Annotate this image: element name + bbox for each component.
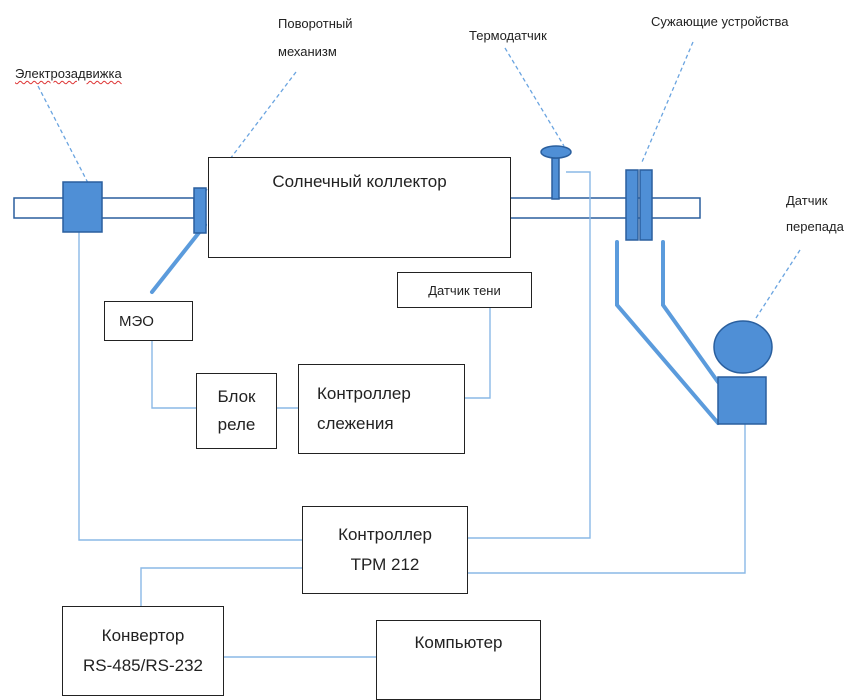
- pipe-left: [13, 197, 195, 219]
- dp-sensor-label-line1: Датчик: [786, 193, 828, 208]
- shadow-sensor-box: Датчик тени: [397, 272, 532, 308]
- line-shadow-to-tracking: [465, 308, 491, 399]
- relay-label-line1: Блок: [217, 387, 256, 406]
- line-thermo-to-trm: [468, 171, 591, 539]
- dp-sensor-head: [713, 320, 773, 374]
- rotary-to-meo-link: [150, 223, 207, 294]
- thick-lines: [150, 223, 720, 425]
- line-meo-to-relay: [151, 340, 196, 409]
- leader-thermo: [504, 47, 565, 147]
- tracking-controller-label-line2: слежения: [317, 414, 394, 433]
- computer-label: Компьютер: [414, 633, 503, 652]
- relay-box: Блок реле: [196, 373, 277, 449]
- thermo-sensor-head: [540, 145, 572, 159]
- trm212-controller-label-line2: ТРМ 212: [350, 555, 420, 574]
- thermo-sensor-label: Термодатчик: [469, 28, 547, 43]
- line-dp-to-trm: [468, 424, 746, 574]
- impulse-tube-1: [615, 240, 720, 425]
- line-trm-to-converter: [140, 567, 302, 606]
- signal-lines: [78, 171, 746, 658]
- rotary-mechanism: [193, 187, 207, 234]
- tracking-controller-box: Контроллер слежения: [298, 364, 465, 454]
- converter-box: Конвертор RS-485/RS-232: [62, 606, 224, 696]
- computer-box: Компьютер: [376, 620, 541, 700]
- rotary-mechanism-label-line1: Поворотный: [278, 16, 353, 31]
- dp-sensor-label-line2: перепада: [786, 219, 844, 234]
- constricting-device-2: [639, 169, 653, 241]
- converter-label-line2: RS-485/RS-232: [82, 656, 203, 675]
- electro-valve-label: Электрозадвижка: [15, 66, 122, 81]
- constricting-device-1: [625, 169, 639, 241]
- leader-electro-valve: [37, 85, 89, 184]
- pipe-right: [509, 197, 701, 219]
- leader-lines: [37, 41, 801, 319]
- meo-box: МЭО: [104, 301, 193, 341]
- impulse-tube-2: [661, 240, 720, 384]
- constricting-devices-label: Сужающие устройства: [651, 14, 789, 29]
- electro-valve: [62, 181, 103, 233]
- leader-constricting: [641, 41, 694, 163]
- trm212-controller-label-line1: Контроллер: [338, 525, 432, 544]
- trm212-controller-box: Контроллер ТРМ 212: [302, 506, 468, 594]
- thermo-sensor-stem: [551, 157, 560, 200]
- equipment: [62, 145, 773, 425]
- converter-label-line1: Конвертор: [101, 626, 185, 645]
- relay-label-line2: реле: [217, 415, 256, 434]
- solar-collector-label: Солнечный коллектор: [272, 172, 447, 191]
- tracking-controller-label-line1: Контроллер: [317, 384, 411, 403]
- dp-sensor-body: [717, 376, 767, 425]
- solar-collector-box: Солнечный коллектор: [208, 157, 511, 258]
- line-valve-to-trm: [78, 232, 302, 541]
- rotary-mechanism-label-line2: механизм: [278, 44, 337, 59]
- meo-label: МЭО: [119, 312, 154, 330]
- leader-dp-sensor: [755, 249, 801, 319]
- shadow-sensor-label: Датчик тени: [428, 282, 501, 298]
